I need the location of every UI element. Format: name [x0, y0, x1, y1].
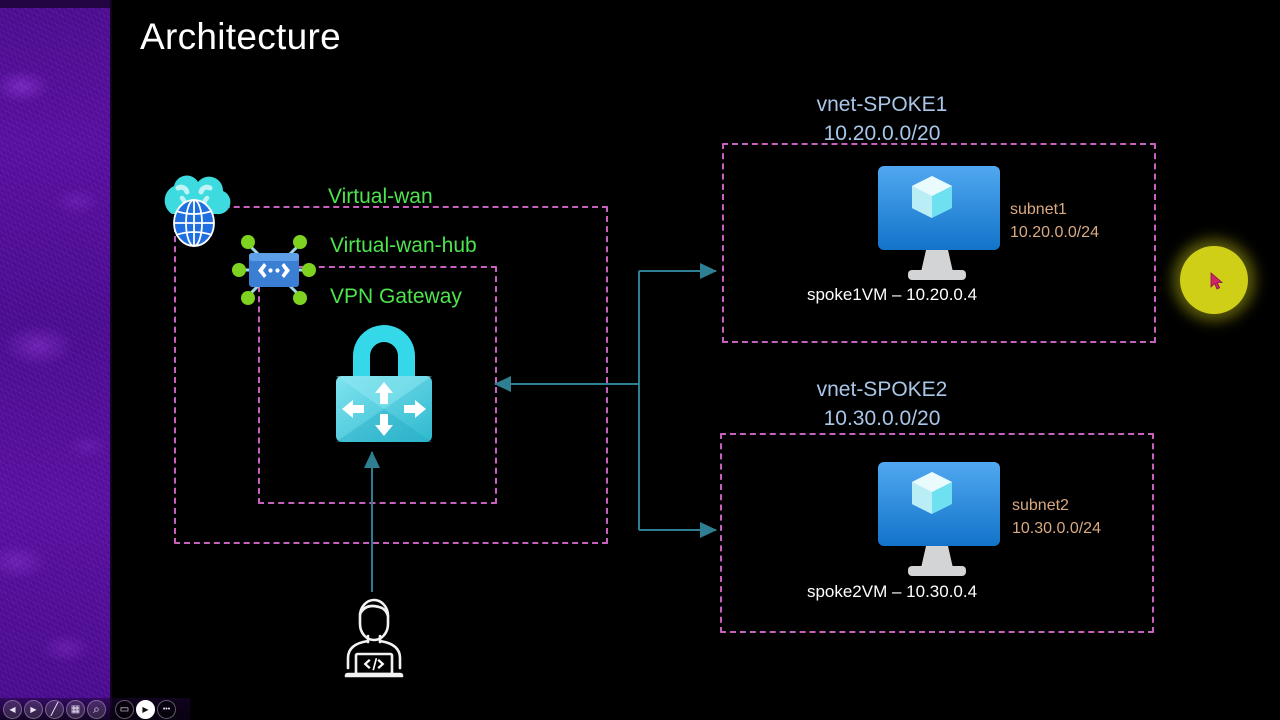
presenter-side-panel — [0, 0, 112, 720]
vnet-spoke2-boundary — [720, 433, 1154, 633]
mouse-pointer-icon — [1210, 272, 1224, 290]
slide-canvas: Architecture Virtual-wan Virtual-wan-hub… — [112, 0, 1280, 720]
slide-grid-button[interactable]: ▦ — [66, 699, 85, 719]
more-options-button[interactable]: ••• — [157, 699, 176, 719]
virtual-wan-hub-label: Virtual-wan-hub — [330, 234, 477, 257]
virtual-wan-label: Virtual-wan — [328, 185, 433, 208]
pen-tool-button[interactable]: ╱ — [45, 699, 64, 719]
subnet1-label: subnet1 10.20.0.0/24 — [1010, 198, 1099, 244]
developer-laptop-icon — [344, 598, 404, 678]
vnet-spoke1-label: vnet-SPOKE1 10.20.0.0/20 — [732, 90, 1032, 148]
presentation-toolbar[interactable]: ◀ ▶ ╱ ▦ ⌕ ▭ ▶ ••• — [0, 698, 190, 720]
vnet-spoke2-name: vnet-SPOKE2 — [816, 378, 948, 401]
padlock-arrows-icon — [336, 325, 432, 442]
spoke1-vm-label: spoke1VM – 10.20.0.4 — [806, 285, 978, 304]
subnet1-cidr: 10.20.0.0/24 — [1010, 224, 1099, 241]
subnet1-name: subnet1 — [1010, 201, 1067, 218]
vnet-spoke1-cidr: 10.20.0.0/20 — [823, 122, 941, 145]
subnet2-cidr: 10.30.0.0/24 — [1012, 520, 1101, 537]
vnet-spoke2-label: vnet-SPOKE2 10.30.0.0/20 — [732, 375, 1032, 433]
cloud-globe-icon — [164, 175, 231, 247]
zoom-button[interactable]: ⌕ — [87, 699, 106, 719]
previous-slide-button[interactable]: ◀ — [3, 699, 22, 719]
subnet2-label: subnet2 10.30.0.0/24 — [1012, 494, 1101, 540]
next-slide-button[interactable]: ▶ — [24, 699, 43, 719]
vnet-spoke1-name: vnet-SPOKE1 — [816, 93, 948, 116]
spoke2-vm-label: spoke2VM – 10.30.0.4 — [806, 582, 978, 601]
vm-monitor-cube-icon — [878, 166, 1000, 280]
panel-texture — [0, 0, 110, 720]
page-title: Architecture — [140, 16, 342, 57]
vm-monitor-cube-icon — [878, 462, 1000, 576]
vnet-spoke1-boundary — [722, 143, 1156, 343]
panel-top-bar — [0, 0, 110, 8]
vnet-spoke2-cidr: 10.30.0.0/20 — [823, 407, 941, 430]
subtitles-button[interactable]: ▭ — [115, 699, 134, 719]
vpn-gateway-label: VPN Gateway — [330, 285, 462, 308]
hub-network-icon — [232, 235, 316, 305]
virtual-wan-boundary — [174, 206, 608, 544]
record-video-button[interactable]: ▶ — [136, 699, 155, 719]
subnet2-name: subnet2 — [1012, 497, 1069, 514]
